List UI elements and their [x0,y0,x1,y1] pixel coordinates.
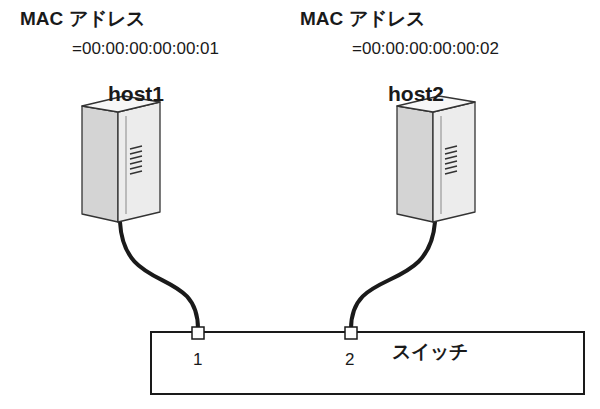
server-vent [445,171,457,174]
server-vent [445,166,457,169]
mac-heading: MAC アドレス [20,8,145,30]
host-server: MAC アドレス =00:00:00:00:00:01 host1 [14,4,246,222]
server-vent [130,171,142,174]
server-vent [130,146,142,149]
server-vent [130,166,142,169]
host-server: MAC アドレス =00:00:00:00:00:02 host2 [294,4,526,222]
network-cable [120,222,198,329]
mac-heading: MAC アドレス [300,8,425,30]
server-vent [130,161,142,164]
mac-address: =00:00:00:00:00:02 [352,39,499,59]
port-square [192,327,204,339]
server-icon [294,4,526,222]
server-front [118,102,160,222]
network-cable [351,222,435,329]
server-vent [445,156,457,159]
server-icon [14,4,246,222]
server-vent [445,146,457,149]
server-panel-line [126,116,127,214]
mac-address: =00:00:00:00:00:01 [72,39,219,59]
server-side [397,106,433,222]
server-side [82,106,118,222]
host-name: host2 [388,82,444,106]
host-name: host1 [108,82,164,106]
server-panel-line [441,116,442,214]
server-front [433,102,475,222]
switch-label: スイッチ [392,341,468,363]
port-square [345,327,357,339]
port-number: 2 [345,350,354,370]
server-vent [445,151,457,154]
port-number: 1 [193,350,202,370]
server-vent [130,151,142,154]
switch-box: スイッチ [150,331,585,395]
server-vent [445,161,457,164]
server-vent [130,156,142,159]
